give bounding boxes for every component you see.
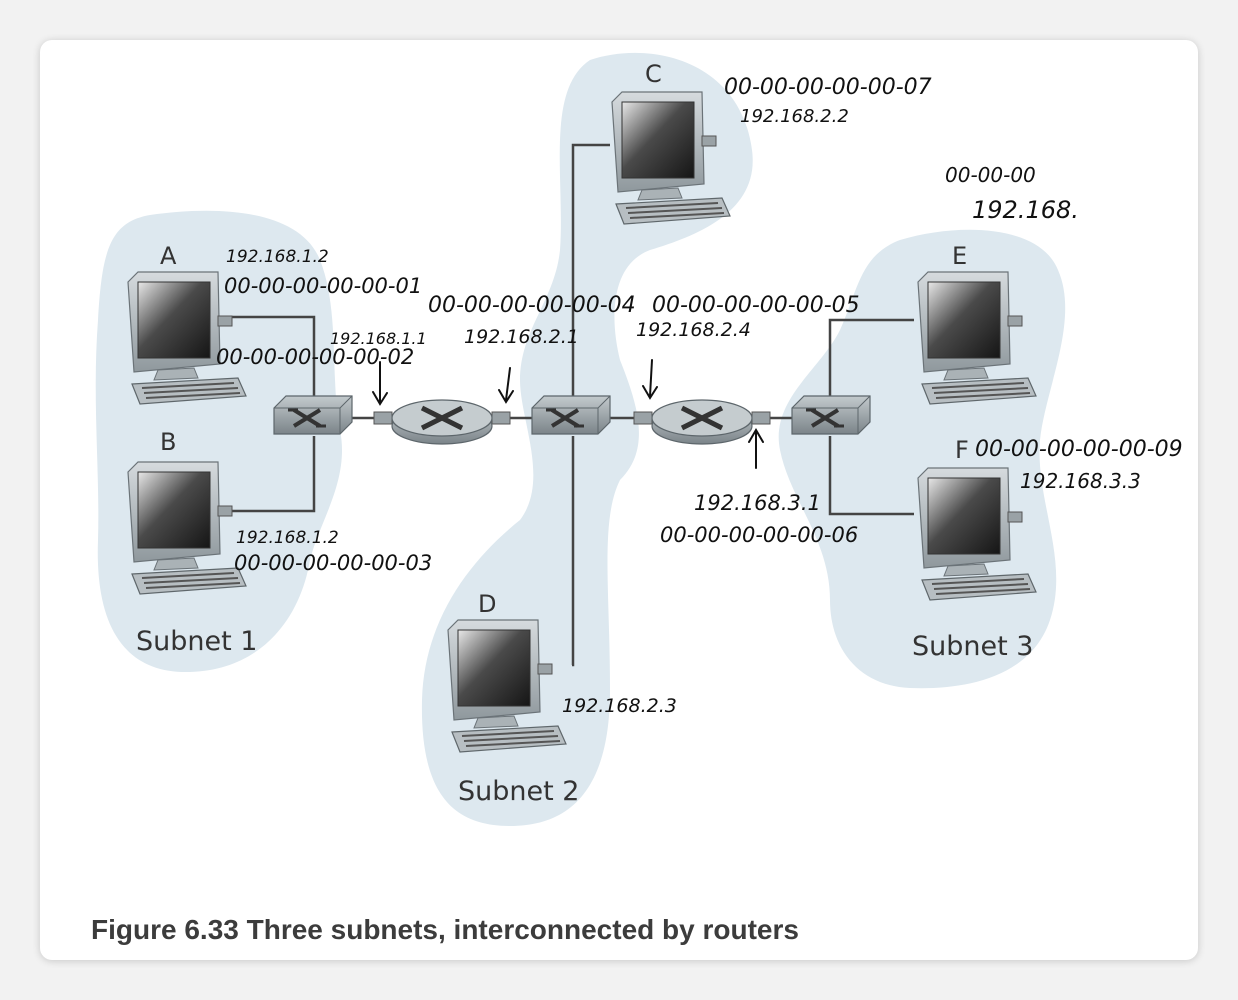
host-label-b: B	[160, 428, 176, 456]
note-b-mac: 00-00-00-00-00-03	[234, 551, 432, 575]
host-label-e: E	[952, 242, 967, 270]
note-r1-right-mac: 00-00-00-00-00-04	[428, 293, 636, 318]
note-c-mac: 00-00-00-00-00-07	[724, 75, 932, 100]
note-a-mac: 00-00-00-00-00-01	[224, 274, 422, 298]
host-label-a: A	[160, 242, 177, 270]
note-c-ip: 192.168.2.2	[740, 106, 849, 127]
note-b-ip: 192.168.1.2	[236, 528, 339, 548]
arrow-r2-right	[748, 428, 764, 469]
note-f-mac: 00-00-00-00-00-09	[975, 437, 1183, 462]
note-r2-right-mac: 00-00-00-00-00-06	[660, 523, 858, 547]
note-r2-left-mac: 00-00-00-00-00-05	[652, 293, 860, 318]
switch-subnet-1	[272, 394, 354, 436]
router-1	[392, 400, 492, 444]
switch-subnet-2	[530, 394, 612, 436]
note-r2-left-ip: 192.168.2.4	[636, 319, 751, 341]
figure-caption: Figure 6.33 Three subnets, interconnecte…	[91, 914, 799, 945]
note-f-ip: 192.168.3.3	[1020, 469, 1141, 493]
note-r1-left-mac: 00-00-00-00-00-02	[216, 345, 414, 369]
subnet-3-label: Subnet 3	[912, 631, 1033, 662]
note-r1-left-ip: 192.168.1.1	[330, 329, 427, 348]
note-a-ip: 192.168.1.2	[226, 247, 329, 267]
r1-right-interface	[491, 411, 511, 425]
arrow-r1-left	[372, 361, 388, 406]
host-label-d: D	[478, 590, 496, 618]
subnet-1-label: Subnet 1	[136, 626, 257, 657]
arrow-r1-right	[498, 367, 514, 404]
r2-right-interface	[751, 411, 771, 425]
note-r1-right-ip: 192.168.2.1	[464, 326, 579, 348]
arrow-r2-left	[642, 359, 658, 400]
router-2	[652, 400, 752, 444]
r1-left-interface	[373, 411, 393, 425]
switch-subnet-3	[790, 394, 872, 436]
host-label-f: F	[955, 436, 969, 464]
note-e-ip: 192.168.	[972, 196, 1079, 224]
host-label-c: C	[645, 60, 662, 88]
note-d-ip: 192.168.2.3	[562, 695, 677, 717]
note-e-mac: 00-00-00	[945, 163, 1036, 187]
subnet-2-label: Subnet 2	[458, 776, 579, 807]
r2-left-interface	[633, 411, 653, 425]
note-r2-right-ip: 192.168.3.1	[694, 491, 821, 515]
handwritten-annotations: 00-00-00-00-00-07 192.168.2.2 00-00-00 1…	[216, 75, 1183, 717]
